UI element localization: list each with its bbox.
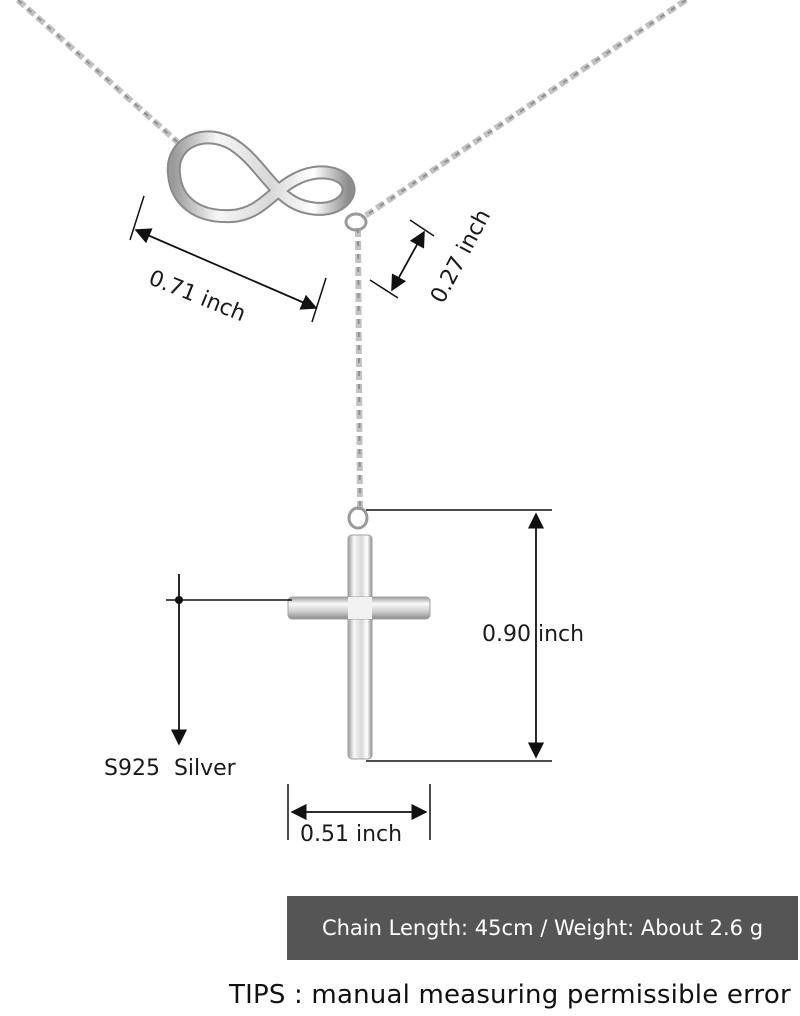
cross-width-label: 0.51 inch [300, 822, 403, 847]
dim-material-callout [166, 574, 292, 746]
dim-ring-height [369, 219, 435, 299]
material-label: S925 Silver [104, 756, 236, 781]
dim-cross-width [287, 784, 431, 840]
chain-right [360, 0, 688, 221]
cross-bail [347, 506, 369, 530]
chain-left [16, 0, 184, 149]
tips-text: TIPS : manual measuring permissible erro… [229, 980, 791, 1010]
cross-height-label: 0.90 inch [482, 622, 585, 647]
dim-cross-height [366, 509, 552, 762]
cross-pendant [287, 534, 431, 760]
dim-infinity-width [129, 195, 327, 323]
spec-banner-text: Chain Length: 45cm / Weight: About 2.6 g [321, 916, 764, 940]
spec-banner: Chain Length: 45cm / Weight: About 2.6 g [287, 896, 798, 960]
infinity-charm [166, 130, 368, 232]
chain-drop [355, 227, 363, 513]
